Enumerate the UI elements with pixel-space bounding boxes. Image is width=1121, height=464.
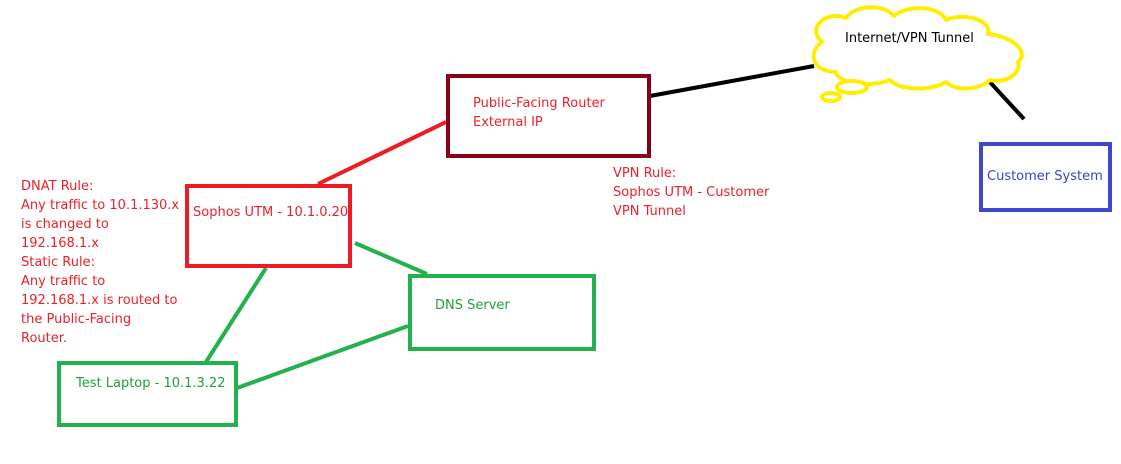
dnat-note-line-1: DNAT Rule:: [21, 179, 94, 194]
link-utm-dns: [354, 241, 428, 276]
dns-label: DNS Server: [435, 298, 510, 313]
link-router-cloud: [649, 64, 815, 98]
dnat-note-line-4: 192.168.1.x: [21, 236, 99, 251]
laptop-label: Test Laptop - 10.1.3.22: [76, 376, 226, 391]
link-laptop-dns: [236, 324, 409, 390]
dnat-note-line-8: the Public-Facing: [21, 312, 132, 327]
customer-box: [979, 142, 1112, 212]
cloud-label: Internet/VPN Tunnel: [845, 31, 974, 46]
dnat-note-line-9: Router.: [21, 331, 68, 346]
vpn-note-line-2: Sophos UTM - Customer: [613, 185, 770, 200]
dnat-note-line-2: Any traffic to 10.1.130.x: [21, 198, 180, 213]
cloud-icon: [811, 5, 1024, 103]
dnat-note-line-3: is changed to: [21, 217, 109, 232]
dnat-note-line-7: 192.168.1.x is routed to: [21, 293, 178, 308]
router-label-line2: External IP: [473, 115, 543, 130]
utm-box: [185, 184, 352, 268]
dnat-note-line-6: Any traffic to: [21, 274, 106, 289]
router-box: [446, 74, 651, 158]
link-utm-router: [317, 120, 447, 186]
dnat-note-line-5: Static Rule:: [21, 255, 95, 270]
laptop-box: [57, 361, 238, 427]
utm-label: Sophos UTM - 10.1.0.20: [193, 205, 349, 220]
router-label-line1: Public-Facing Router: [473, 96, 605, 111]
vpn-note-line-1: VPN Rule:: [613, 166, 677, 181]
vpn-note-line-3: VPN Tunnel: [613, 204, 686, 219]
link-cloud-customer: [986, 78, 1026, 121]
link-utm-laptop: [204, 266, 268, 364]
customer-label: Customer System: [987, 169, 1103, 184]
dns-box: [408, 274, 596, 351]
